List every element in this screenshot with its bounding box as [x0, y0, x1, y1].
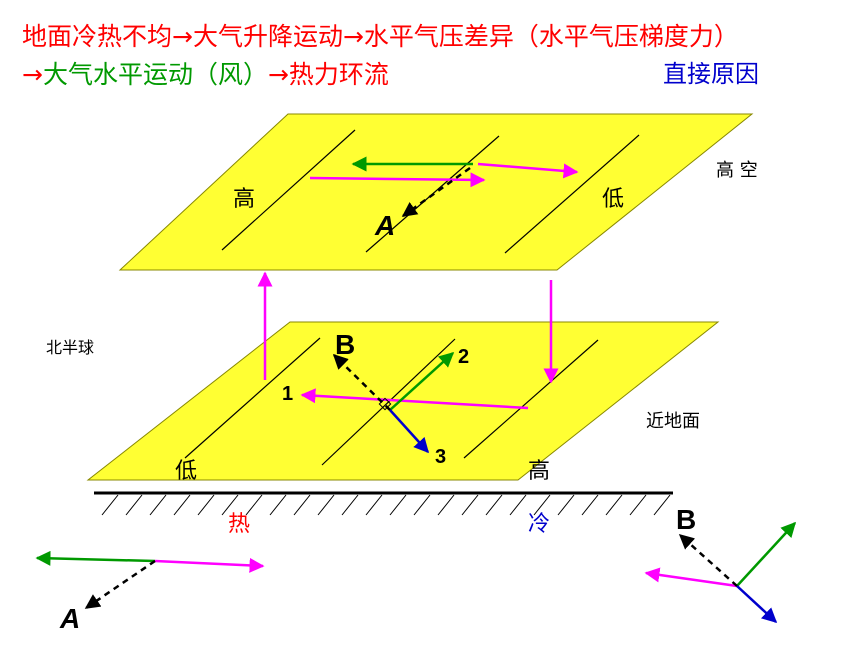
corner-b-deflection-arrow [678, 533, 738, 587]
hot-label: 热 [228, 512, 251, 537]
headline-line-2: →大气水平运动（风）→热力环流 [22, 62, 389, 87]
corner-a-deflection-arrow [84, 559, 156, 610]
lower-friction-arrow [389, 409, 430, 454]
point-b-label: B [335, 329, 356, 360]
lower-deflection-arrow [332, 353, 391, 411]
upper-high-pressure-label: 高 [233, 187, 256, 212]
corner-b-friction-arrow [736, 585, 778, 624]
upper-deflection-arrow [401, 166, 471, 218]
lower-low-pressure-label: 低 [175, 459, 198, 484]
lower-isobar-3 [463, 339, 599, 459]
lower-pressure-gradient-arrow [300, 388, 529, 410]
arrow-3-label: 3 [435, 446, 447, 468]
arrow-1-label: 1 [282, 383, 294, 405]
upper-pressure-gradient-arrow-2 [477, 162, 579, 179]
lower-isobar-1 [184, 337, 321, 459]
lower-high-pressure-label: 高 [528, 459, 551, 484]
headline-line-2-wind: 大气水平运动（风） [42, 60, 268, 89]
right-angle-marker [378, 397, 392, 411]
high-altitude-label: 高 空 [716, 160, 758, 181]
near-ground-label: 近地面 [646, 411, 700, 432]
ground-hatching [101, 494, 671, 516]
upper-low-pressure-label: 低 [602, 187, 625, 212]
headline-line-2-prefix: → [22, 60, 43, 89]
arrow-2-label: 2 [458, 346, 470, 368]
upper-plane [118, 113, 754, 271]
point-a-label: A [375, 210, 396, 241]
upper-isobar-1 [221, 129, 356, 251]
upper-pressure-gradient-arrow [309, 172, 486, 188]
corner-a-gradient-arrow [154, 557, 265, 573]
corner-a-wind-arrow [35, 550, 156, 566]
corner-b-wind-arrow [736, 521, 797, 587]
corner-a-label: A [60, 603, 81, 634]
corner-b-gradient-arrow [644, 567, 738, 588]
northern-hemisphere-label: 北半球 [46, 338, 95, 357]
headline-line-2-suffix: →热力环流 [267, 60, 389, 89]
direct-cause-label: 直接原因 [663, 60, 759, 88]
lower-wind-arrow [389, 351, 455, 411]
upper-isobar-3 [504, 134, 640, 254]
corner-b-label: B [676, 504, 697, 535]
headline-line-1: 地面冷热不均→大气升降运动→水平气压差异（水平气压梯度力） [22, 22, 739, 51]
cold-label: 冷 [528, 512, 551, 537]
